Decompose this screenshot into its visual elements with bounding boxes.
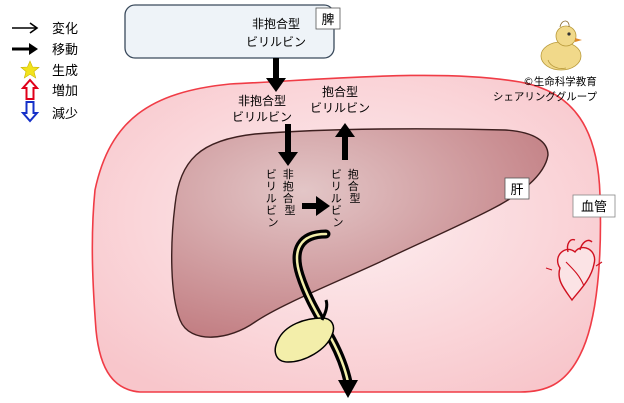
spleen-box: 非抱合型 ビリルビン <box>124 4 335 59</box>
legend-item-increase: 増加 <box>20 78 78 100</box>
liver-conjugated-col1: ビ リ ル ビ ン <box>331 168 346 229</box>
legend-item-generate: 生成 <box>20 60 78 79</box>
down-arrow-icon <box>20 101 40 123</box>
bile-duct <box>292 229 358 398</box>
arrow-liver-to-vessel <box>335 123 355 160</box>
heart-icon <box>545 238 603 302</box>
legend-label-decrease: 減少 <box>52 106 78 122</box>
star-icon <box>20 60 40 79</box>
spleen-bilirubin-line1: 非抱合型 <box>252 16 300 31</box>
vessel-conjugated-line2: ビリルビン <box>310 101 370 115</box>
legend-label-generate: 生成 <box>52 64 78 79</box>
liver-unconjugated-col1: ビ リ ル ビ ン <box>266 168 281 229</box>
vessel-conjugated-line1: 抱合型 <box>322 84 358 99</box>
legend: 変化 移動 生成 増加 減少 <box>12 21 78 123</box>
legend-item-decrease: 減少 <box>20 101 78 123</box>
svg-text:脾: 脾 <box>321 13 334 28</box>
legend-label-increase: 増加 <box>52 84 78 99</box>
arrow-conversion <box>302 196 330 216</box>
arrow-vessel-to-liver <box>278 124 298 166</box>
legend-item-change: 変化 <box>12 21 78 37</box>
credit-line2: シェアリンググループ <box>493 90 598 103</box>
arrow-spleen-to-vessel <box>266 58 286 92</box>
vessel-label: 血管 <box>572 194 616 218</box>
liver-unconjugated-col2: 非 抱 合 型 <box>283 168 298 217</box>
liver-unconjugated-label: ビ リ ル ビ ン 非 抱 合 型 <box>266 168 298 229</box>
liver-conjugated-col2: 抱 合 型 <box>348 167 363 205</box>
credit-line1: ©生命科学教育 <box>523 75 597 88</box>
legend-label-change: 変化 <box>52 21 78 37</box>
up-arrow-icon <box>20 78 40 100</box>
liver-shape <box>171 128 549 338</box>
legend-item-move: 移動 <box>12 43 78 58</box>
liver-conjugated-label: ビ リ ル ビ ン 抱 合 型 <box>331 167 363 229</box>
spleen-bilirubin-line2: ビリルビン <box>246 35 306 49</box>
spleen-label: 脾 <box>315 7 341 30</box>
thin-arrow-icon <box>12 22 39 34</box>
svg-text:肝: 肝 <box>510 183 523 198</box>
gallbladder <box>274 299 335 363</box>
svg-text:血管: 血管 <box>581 200 607 215</box>
mascot-logo <box>540 20 582 71</box>
legend-label-move: 移動 <box>52 43 78 58</box>
vessel-unconjugated-line1: 非抱合型 <box>238 93 286 108</box>
vessel-unconjugated-line2: ビリルビン <box>232 110 292 124</box>
bold-arrow-icon <box>12 43 38 55</box>
liver-label: 肝 <box>504 177 530 200</box>
